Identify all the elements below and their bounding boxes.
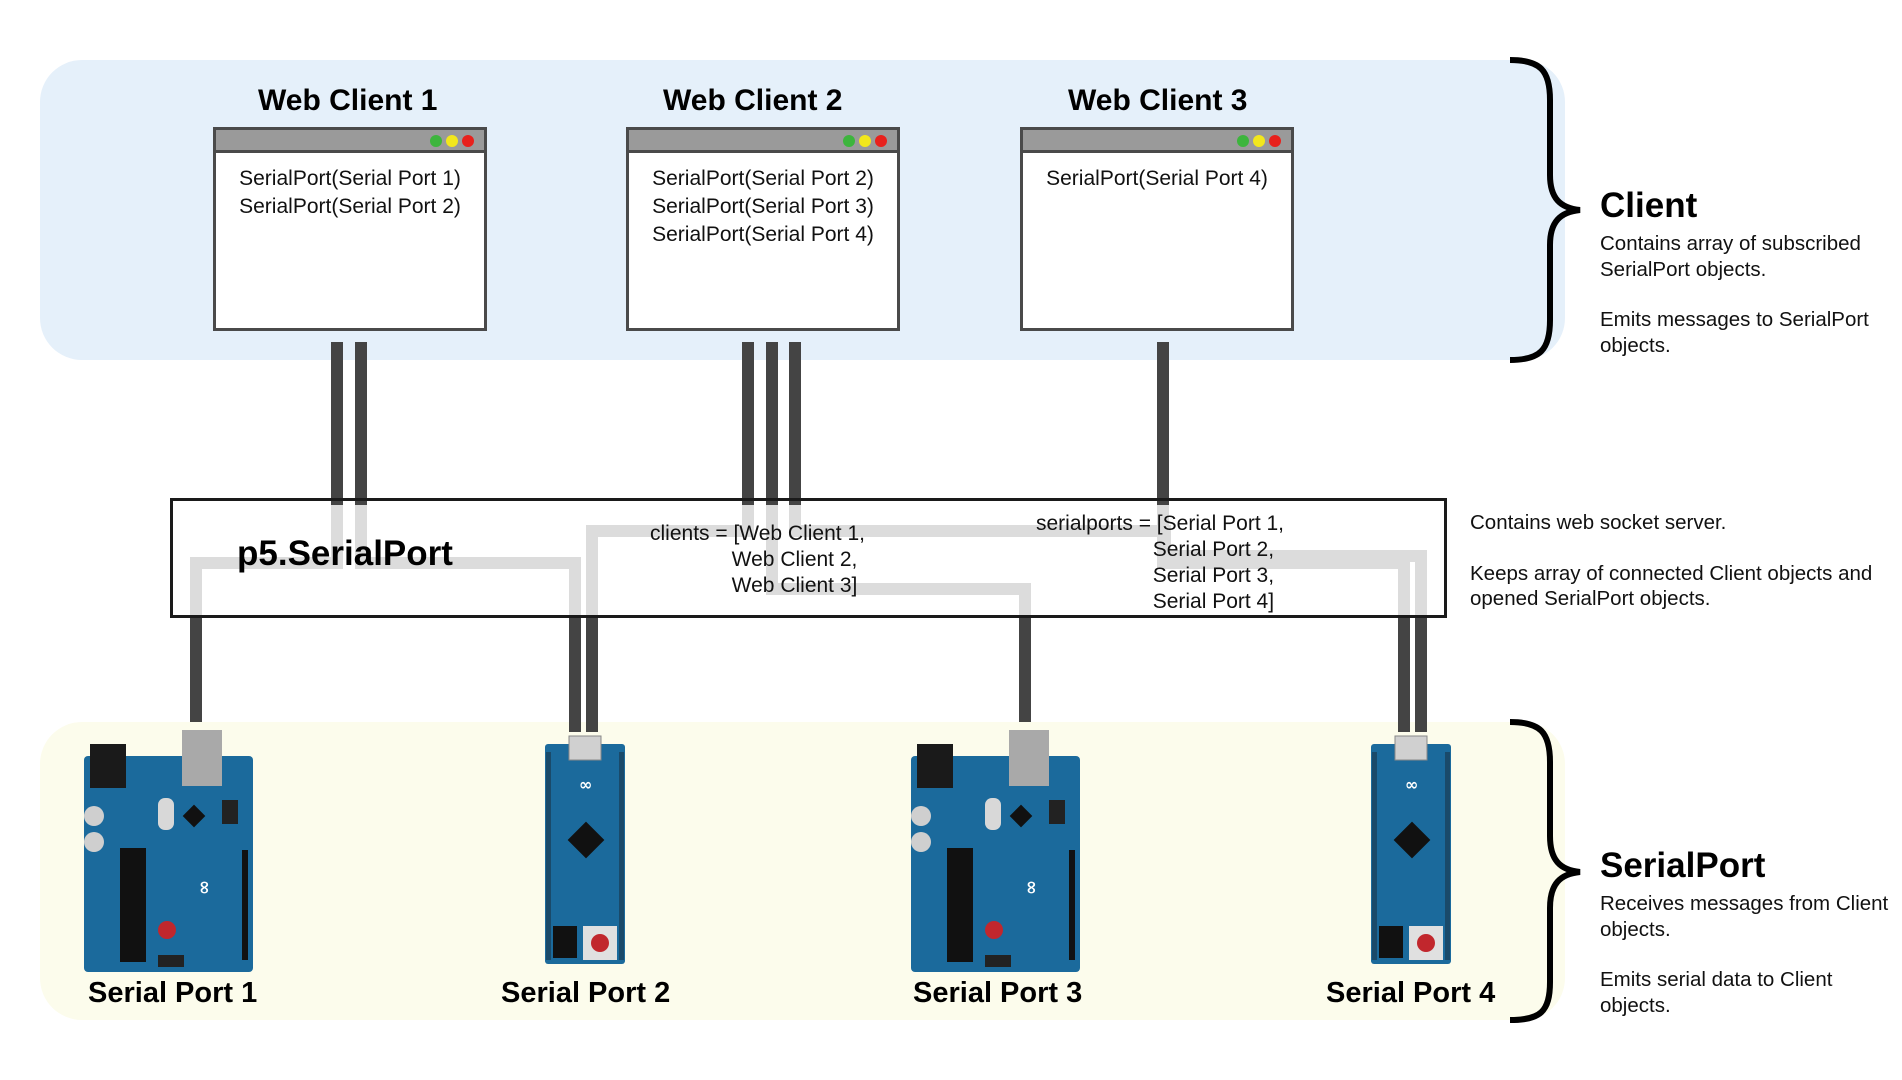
icsp-header	[1379, 926, 1403, 958]
green-dot-icon	[1237, 135, 1249, 147]
web-client-1-window: SerialPort(Serial Port 1) SerialPort(Ser…	[213, 127, 487, 331]
serialport-zone	[40, 722, 1565, 1020]
arduino-micro-board-2: ∞	[545, 735, 625, 964]
arduino-uno-board-1: ∞	[84, 730, 253, 972]
serial-port-4-label: Serial Port 4	[1326, 977, 1496, 1009]
server-title: p5.SerialPort	[237, 534, 453, 573]
microcontroller-chip	[120, 848, 146, 962]
power-jack-icon	[90, 744, 126, 788]
microcontroller-chip	[947, 848, 973, 962]
arduino-micro-board-4: ∞	[1371, 735, 1451, 964]
subscription-line: SerialPort(Serial Port 3)	[652, 195, 874, 218]
serialport-legend-heading: SerialPort	[1600, 846, 1766, 885]
crystal-icon	[985, 798, 1001, 830]
header-pins	[546, 752, 551, 960]
serialport-brace-icon	[1509, 719, 1581, 1023]
arduino-uno-board-3: ∞	[911, 730, 1080, 972]
web-client-2-window: SerialPort(Serial Port 2) SerialPort(Ser…	[626, 127, 900, 331]
red-dot-icon	[462, 135, 474, 147]
subscription-line: SerialPort(Serial Port 4)	[1046, 167, 1268, 190]
client-legend-line: Emits messages to SerialPort objects.	[1600, 308, 1869, 357]
client-legend-heading: Client	[1600, 186, 1698, 225]
reset-button-icon	[591, 934, 609, 952]
arduino-logo-text: ∞	[579, 775, 592, 794]
icsp-header	[158, 955, 184, 967]
window-titlebar	[629, 130, 897, 153]
serial-port-1-label: Serial Port 1	[88, 977, 258, 1009]
serialports-array-text: serialports = [Serial Port 1, Serial Por…	[1036, 512, 1285, 613]
server-description: Contains web socket server. Keeps array …	[1470, 510, 1890, 612]
icsp-header	[222, 800, 238, 824]
header-pins	[619, 752, 624, 960]
usb-b-connector-icon	[182, 730, 222, 786]
power-jack-icon	[917, 744, 953, 788]
serialport-legend-text: Receives messages from Client objects. E…	[1600, 891, 1900, 1018]
web-client-1-title: Web Client 1	[258, 84, 438, 117]
subscription-line: SerialPort(Serial Port 1)	[239, 167, 461, 190]
yellow-dot-icon	[446, 135, 458, 147]
window-titlebar	[1023, 130, 1291, 153]
yellow-dot-icon	[1253, 135, 1265, 147]
header-pins	[1445, 752, 1450, 960]
serial-port-3-label: Serial Port 3	[913, 977, 1083, 1009]
red-dot-icon	[1269, 135, 1281, 147]
capacitor-icon	[911, 806, 931, 826]
reset-button-icon	[985, 921, 1003, 939]
microcontroller-chip	[567, 821, 605, 859]
crystal-icon	[158, 798, 174, 830]
serialport-legend-line: Receives messages from Client objects.	[1600, 892, 1889, 941]
header-pins	[1372, 752, 1377, 960]
clients-array-text: clients = [Web Client 1, Web Client 2, W…	[650, 522, 865, 597]
client-brace-icon	[1509, 57, 1581, 363]
reset-button-icon	[158, 921, 176, 939]
web-client-3-title: Web Client 3	[1068, 84, 1248, 117]
serial-port-2-label: Serial Port 2	[501, 977, 671, 1009]
subscription-line: SerialPort(Serial Port 4)	[652, 223, 874, 246]
icsp-header	[1049, 800, 1065, 824]
microcontroller-chip	[1393, 821, 1431, 859]
serialport-legend-line: Emits serial data to Client objects.	[1600, 968, 1833, 1017]
reset-button-icon	[1417, 934, 1435, 952]
web-client-2-title: Web Client 2	[663, 84, 843, 117]
server-description-line: Keeps array of connected Client objects …	[1470, 561, 1873, 611]
client-legend-line: Contains array of subscribed SerialPort …	[1600, 232, 1861, 281]
usb-b-connector-icon	[1009, 730, 1049, 786]
capacitor-icon	[911, 832, 931, 852]
header-pins	[1069, 850, 1075, 960]
green-dot-icon	[430, 135, 442, 147]
yellow-dot-icon	[859, 135, 871, 147]
icsp-header	[553, 926, 577, 958]
arduino-logo-text: ∞	[1021, 880, 1042, 895]
capacitor-icon	[84, 832, 104, 852]
green-dot-icon	[843, 135, 855, 147]
subscription-line: SerialPort(Serial Port 2)	[652, 167, 874, 190]
window-titlebar	[216, 130, 484, 153]
micro-usb-connector-icon	[1394, 735, 1428, 761]
arduino-logo-text: ∞	[194, 880, 215, 895]
arduino-logo-text: ∞	[1405, 775, 1418, 794]
micro-usb-connector-icon	[568, 735, 602, 761]
server-description-line: Contains web socket server.	[1470, 511, 1727, 534]
p5-serialport-server-box	[170, 498, 1447, 618]
subscription-line: SerialPort(Serial Port 2)	[239, 195, 461, 218]
red-dot-icon	[875, 135, 887, 147]
web-client-3-window: SerialPort(Serial Port 4)	[1020, 127, 1294, 331]
client-legend-text: Contains array of subscribed SerialPort …	[1600, 231, 1900, 358]
header-pins	[242, 850, 248, 960]
icsp-header	[985, 955, 1011, 967]
capacitor-icon	[84, 806, 104, 826]
